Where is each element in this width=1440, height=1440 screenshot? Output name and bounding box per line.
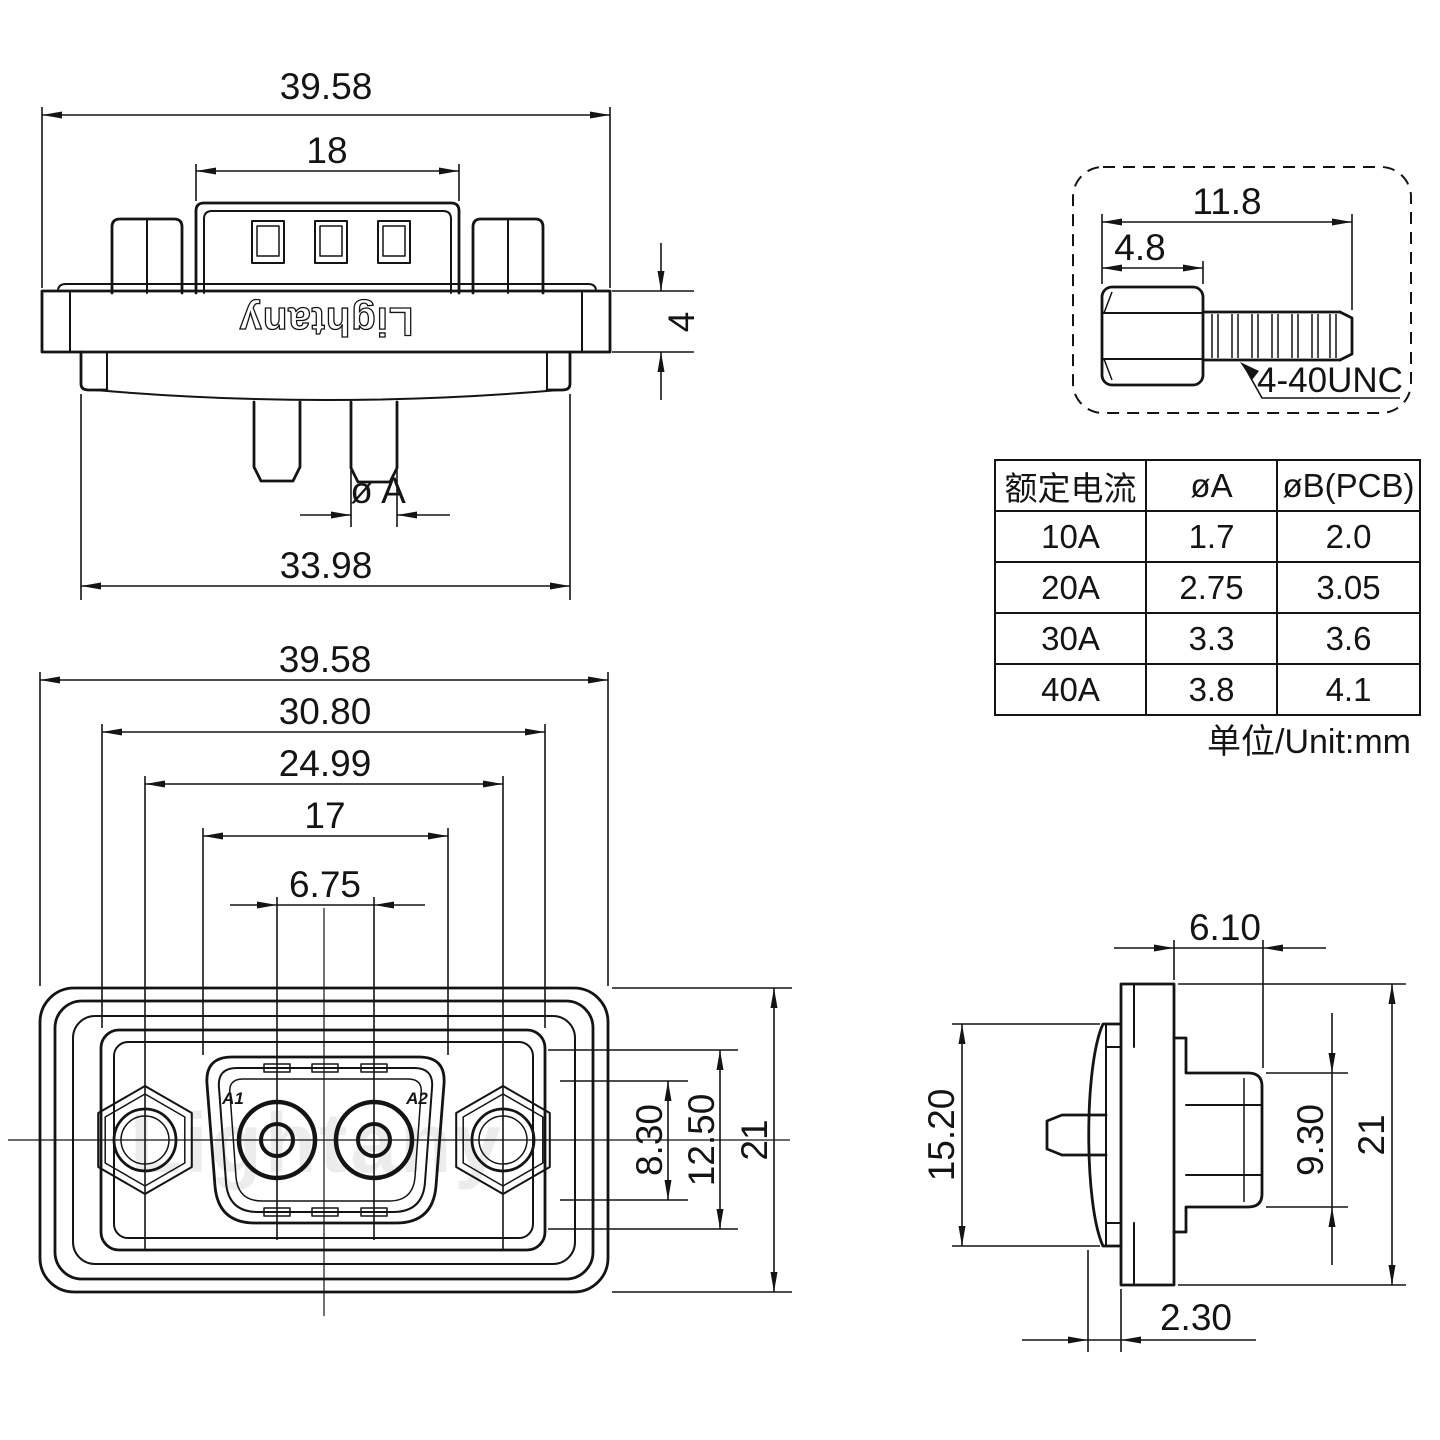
thread-spec-label: 4-40UNC xyxy=(1257,361,1403,400)
table-row: 30A 3.3 3.6 xyxy=(994,612,1421,665)
front-view-drawing: Lightany A1 A2 xyxy=(8,639,792,1316)
header-dia-a: øA xyxy=(1145,459,1278,512)
pin-label-a1: A1 xyxy=(221,1089,244,1108)
dim-label-pin-dia: ø A xyxy=(350,470,406,511)
table-row: 20A 2.75 3.05 xyxy=(994,561,1421,614)
dim-label-insert-height: 8.30 xyxy=(629,1104,670,1176)
dim-label-body-width-front: 30.80 xyxy=(279,691,372,732)
table-header-row: 额定电流 øA øB(PCB) xyxy=(994,459,1421,512)
table-row: 40A 3.8 4.1 xyxy=(994,663,1421,716)
top-view-drawing: Lightany 39.58 18 4 ø A xyxy=(40,66,702,600)
current-rating-table: 额定电流 øA øB(PCB) 10A 1.7 2.0 20A 2.75 3.0… xyxy=(994,459,1421,716)
dim-label-flange-thickness: 4 xyxy=(661,312,702,333)
dim-label-total-width-top: 39.58 xyxy=(280,66,373,107)
dim-label-insulator-height: 15.20 xyxy=(921,1089,962,1182)
dim-label-pin-spacing: 6.75 xyxy=(289,864,361,905)
dim-label-insert-width: 17 xyxy=(304,795,345,836)
dim-label-total-width-front: 39.58 xyxy=(279,639,372,680)
header-dia-b-pcb: øB(PCB) xyxy=(1276,459,1421,512)
side-view-drawing: 6.10 15.20 9.30 21 2.30 xyxy=(921,907,1406,1352)
dim-label-mount-spacing: 24.99 xyxy=(279,743,372,784)
table-row: 10A 1.7 2.0 xyxy=(994,510,1421,563)
dim-label-rear-depth: 6.10 xyxy=(1189,907,1261,948)
dim-label-screw-head-length: 4.8 xyxy=(1114,227,1165,268)
screw-detail-drawing: 11.8 4.8 4-40UNC xyxy=(1072,166,1412,414)
brand-engraving: Lightany xyxy=(239,299,414,343)
dim-label-front-gap: 2.30 xyxy=(1160,1297,1232,1338)
unit-note: 单位/Unit:mm xyxy=(1207,723,1411,761)
dim-label-screw-length: 11.8 xyxy=(1192,181,1261,222)
thread-lines xyxy=(1211,314,1337,358)
dim-label-body-height: 12.50 xyxy=(681,1094,722,1187)
header-rated-current: 额定电流 xyxy=(994,459,1147,512)
dim-label-rear-height: 9.30 xyxy=(1290,1104,1331,1176)
dim-label-body-width-top: 33.98 xyxy=(280,545,373,586)
dim-label-total-height-front: 21 xyxy=(734,1119,775,1160)
dim-label-shell-width: 18 xyxy=(306,130,347,171)
pin-label-a2: A2 xyxy=(405,1089,428,1108)
dim-label-total-height-side: 21 xyxy=(1351,1114,1392,1155)
